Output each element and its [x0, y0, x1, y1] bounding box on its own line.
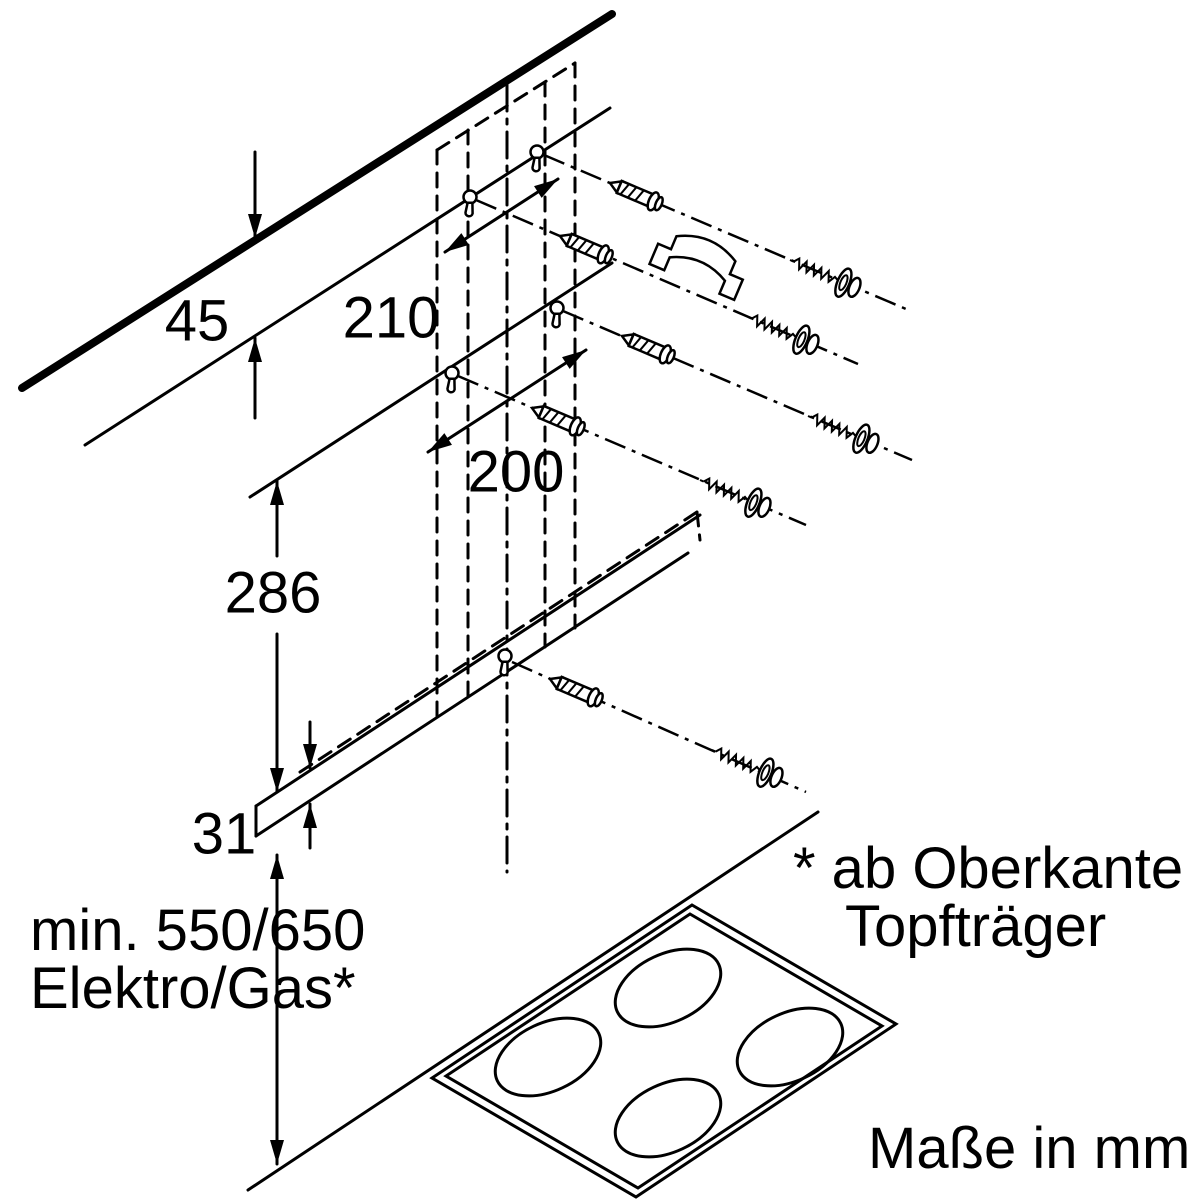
wall-plug	[545, 669, 607, 711]
keyhole-slot	[549, 300, 565, 329]
mounting-screw	[704, 734, 789, 795]
mounting-bracket	[647, 234, 745, 302]
dim-45: 45	[165, 150, 262, 420]
wall-plug	[617, 326, 679, 368]
dim-200-label: 200	[468, 439, 565, 504]
lower-wall-line	[246, 810, 820, 1192]
keyhole-slot	[444, 365, 460, 394]
cooktop-outer-outline	[429, 903, 899, 1199]
rail-bottom-edge	[254, 551, 690, 838]
wall-plug	[605, 173, 667, 215]
min-height-label-line2: Elektro/Gas*	[30, 956, 356, 1021]
dim-31: 31	[192, 720, 317, 866]
assembly-axis-line	[457, 374, 807, 527]
mounting-screw	[782, 244, 867, 305]
mounting-screw	[740, 301, 825, 362]
wall-line	[18, 10, 616, 392]
dim-min-height: min. 550/650 Elektro/Gas*	[30, 853, 365, 1166]
dim-286-label: 286	[225, 560, 322, 625]
hidden-lower-edge	[298, 510, 699, 774]
min-height-label-line1: min. 550/650	[30, 898, 365, 963]
wall-offset-reference-line	[83, 106, 612, 447]
footnote-line1: * ab Oberkante	[793, 836, 1183, 901]
dim-210-line	[443, 177, 560, 254]
burner	[735, 1006, 845, 1088]
burner	[613, 1077, 723, 1159]
dim-210: 210	[343, 177, 560, 350]
dim-286: 286	[225, 479, 322, 794]
dim-31-label: 31	[192, 801, 257, 866]
dim-200-line	[426, 348, 588, 454]
annotations: * ab Oberkante Topfträger Maße in mm	[793, 836, 1190, 1181]
dim-45-label: 45	[165, 288, 230, 353]
dim-200: 200	[426, 348, 588, 504]
mounting-screw	[800, 400, 885, 461]
mounting-screw	[692, 464, 777, 525]
units-label: Maße in mm	[868, 1116, 1190, 1181]
mounting-rail	[254, 513, 702, 838]
keyhole-slot	[462, 189, 478, 218]
burner	[613, 947, 723, 1029]
cooktop-inner-outline	[443, 912, 885, 1190]
wall-plug	[555, 226, 617, 268]
rail-top-edge	[254, 513, 702, 808]
cooktop	[429, 903, 899, 1199]
burner	[493, 1016, 603, 1098]
mounting-screws	[692, 244, 885, 795]
assembly-axis-line	[562, 309, 913, 462]
footnote-line2: Topfträger	[845, 894, 1106, 959]
dim-210-label: 210	[343, 285, 440, 350]
wall-plug	[527, 398, 589, 440]
